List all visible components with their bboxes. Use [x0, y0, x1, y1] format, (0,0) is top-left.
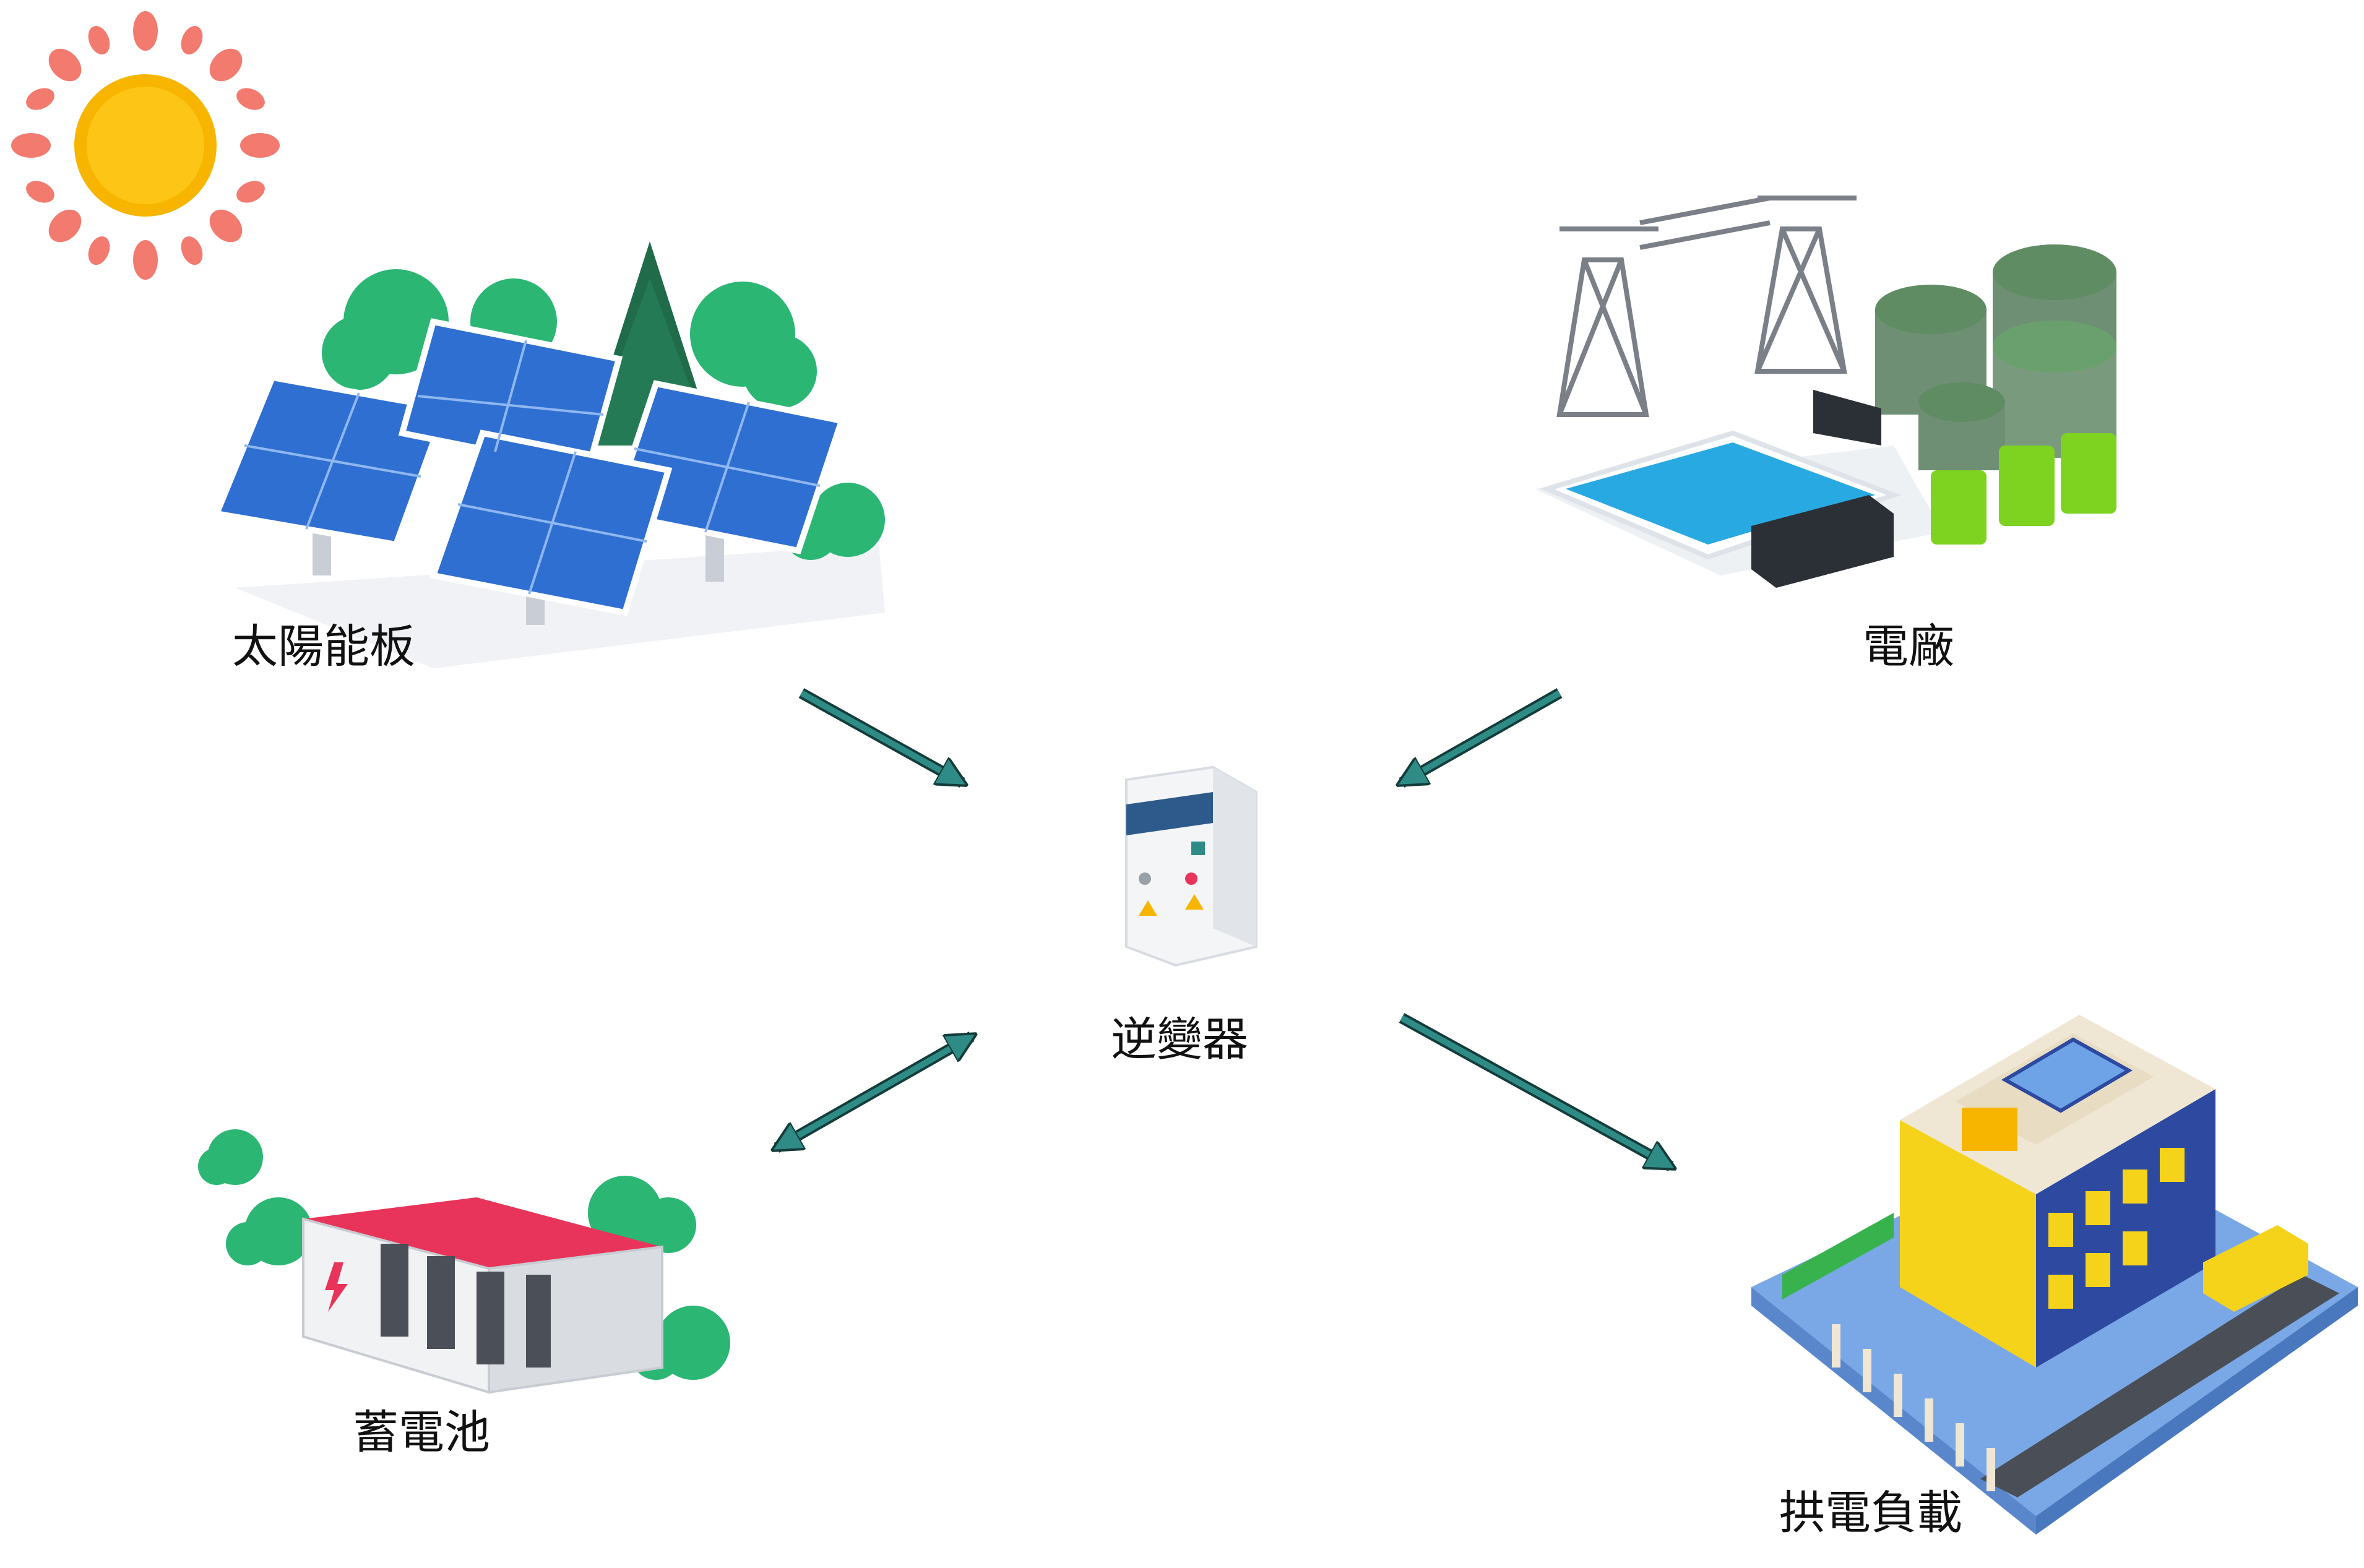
inverter-cabinet-icon	[1125, 765, 1257, 967]
arrow-inverter-load	[1400, 1015, 1671, 1166]
solar-label: 太陽能板	[232, 620, 415, 673]
arrow-plant-inverter	[1402, 690, 1561, 783]
plant-label: 電廠	[1863, 620, 1954, 673]
arrow-solar-inverter	[800, 690, 962, 783]
flow-arrows	[777, 688, 1671, 1171]
sun-icon	[11, 11, 280, 280]
load-label: 拱電負載	[1779, 1486, 1962, 1540]
building-load-icon	[1751, 1015, 2358, 1535]
arrow-inverter-battery	[777, 1036, 972, 1148]
inverter-label: 逆變器	[1111, 1013, 1248, 1066]
power-plant-icon	[1535, 196, 2116, 588]
solar-panel-icon	[212, 241, 885, 668]
battery-label: 蓄電池	[353, 1406, 490, 1459]
battery-storage-icon	[198, 1129, 730, 1394]
